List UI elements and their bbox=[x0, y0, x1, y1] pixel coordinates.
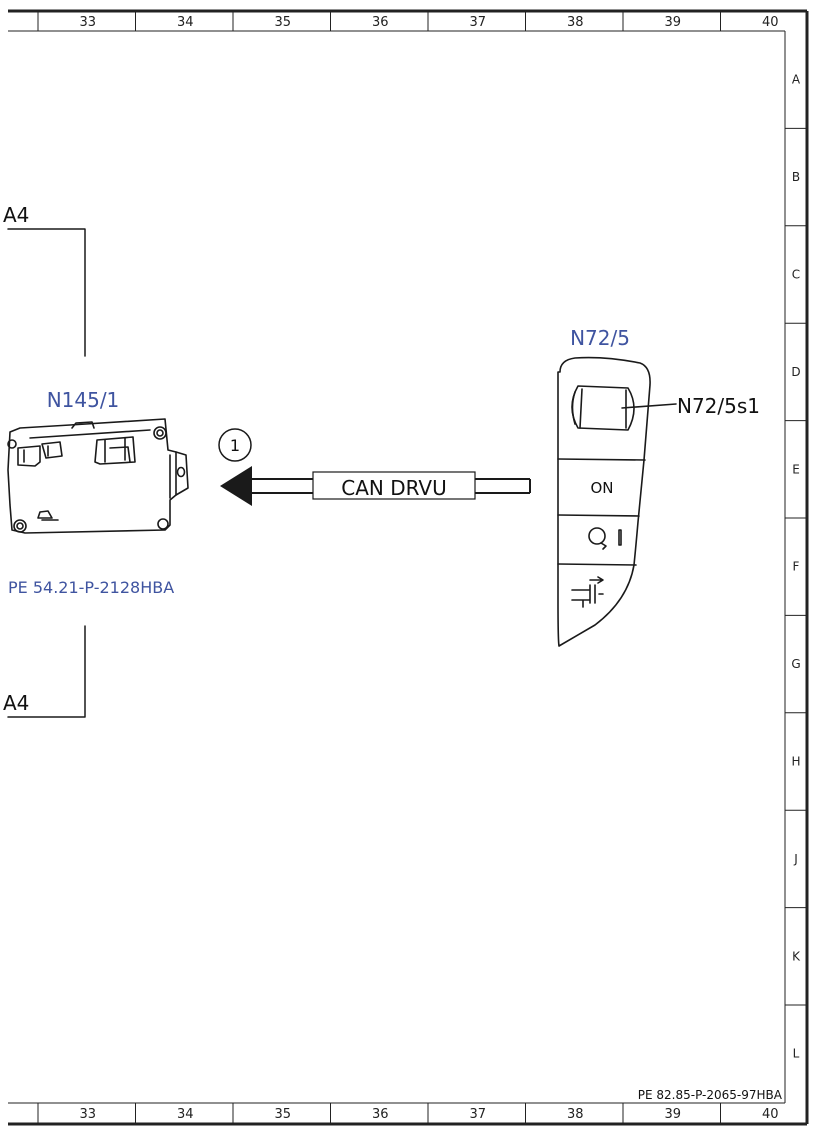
column-number: 33 bbox=[79, 15, 96, 30]
can-bus-arrow bbox=[220, 466, 531, 506]
column-number: 39 bbox=[664, 15, 681, 30]
column-number: 36 bbox=[372, 1107, 389, 1122]
column-ruler: 33 33 34 34 35 35 36 36 37 37 38 38 39 39 40 40 bbox=[37, 11, 779, 1124]
column-number: 38 bbox=[567, 1107, 584, 1122]
column-number: 37 bbox=[469, 1107, 486, 1122]
sheet-frame bbox=[8, 9, 809, 1126]
steering-switch-label: N72/5 bbox=[570, 326, 630, 350]
control-unit-label: N145/1 bbox=[47, 388, 120, 412]
row-letter: F bbox=[793, 560, 800, 574]
column-number: 35 bbox=[274, 1107, 291, 1122]
a4-top-label: A4 bbox=[3, 203, 29, 227]
column-number: 37 bbox=[469, 15, 486, 30]
column-number: 38 bbox=[567, 15, 584, 30]
column-number: 40 bbox=[762, 1107, 779, 1122]
column-number: 34 bbox=[177, 15, 194, 30]
row-letter: H bbox=[791, 755, 800, 769]
can-bus-label: CAN DRVU bbox=[341, 476, 447, 500]
row-letter: A bbox=[792, 73, 801, 87]
column-number: 40 bbox=[762, 15, 779, 30]
steering-switch-drawing bbox=[557, 356, 677, 647]
connection-marker: 1 bbox=[218, 428, 252, 462]
row-letter: B bbox=[792, 170, 800, 184]
row-letter: L bbox=[793, 1047, 800, 1061]
column-number: 34 bbox=[177, 1107, 194, 1122]
column-number: 33 bbox=[79, 1107, 96, 1122]
steering-switch-sublabel: N72/5s1 bbox=[677, 394, 760, 418]
footer-reference[interactable]: PE 82.85-P-2065-97HBA bbox=[638, 1088, 783, 1102]
column-number: 36 bbox=[372, 15, 389, 30]
row-letter: J bbox=[793, 852, 798, 866]
control-unit-reference[interactable]: PE 54.21-P-2128HBA bbox=[8, 578, 174, 597]
column-number: 35 bbox=[274, 15, 291, 30]
row-letter: G bbox=[791, 657, 800, 671]
row-letter: K bbox=[792, 949, 801, 963]
a4-bottom-label: A4 bbox=[3, 691, 29, 715]
a4-bracket bbox=[7, 228, 86, 718]
row-letter: C bbox=[792, 268, 800, 282]
row-letter: E bbox=[792, 462, 800, 476]
row-ruler: A B C D E F G H J K L bbox=[785, 73, 807, 1061]
column-number: 39 bbox=[664, 1107, 681, 1122]
row-letter: D bbox=[791, 365, 800, 379]
connection-marker-number: 1 bbox=[230, 436, 240, 455]
control-unit-drawing bbox=[7, 418, 189, 534]
steering-switch-on-button: ON bbox=[590, 479, 613, 497]
